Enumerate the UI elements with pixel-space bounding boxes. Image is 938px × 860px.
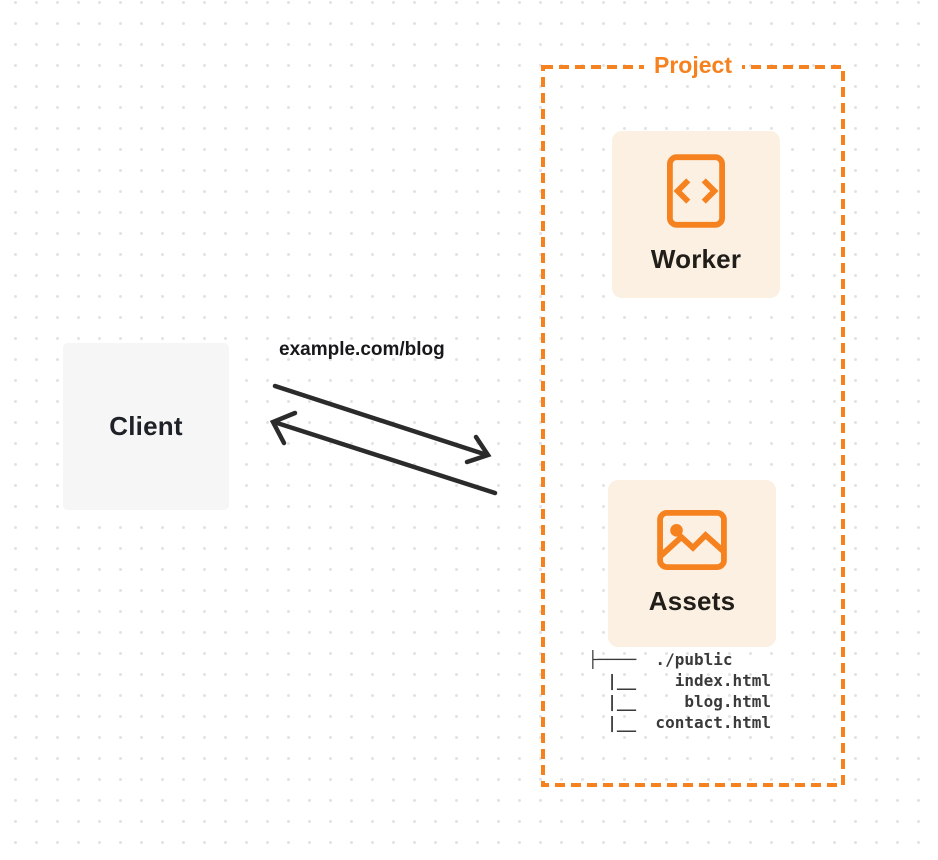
client-node: Client: [63, 343, 229, 510]
request-arrow-line: [272, 383, 490, 458]
assets-file-tree: ├──── ./public |__ index.html |__ blog.h…: [588, 649, 771, 733]
file-tree-line-public: ├──── ./public: [588, 650, 733, 669]
file-tree-line-contact: |__ contact.html: [588, 713, 772, 732]
client-label: Client: [109, 411, 183, 441]
file-tree-line-blog: |__ blog.html: [588, 692, 772, 711]
assets-node: Assets: [608, 480, 776, 647]
image-icon: [657, 510, 727, 570]
worker-label: Worker: [650, 244, 742, 274]
code-document-icon: [667, 154, 725, 228]
request-url-label: example.com/blog: [279, 339, 445, 360]
assets-label: Assets: [648, 586, 736, 616]
file-tree-line-index: |__ index.html: [588, 671, 772, 690]
response-arrow-line: [274, 420, 498, 496]
worker-node: Worker: [612, 131, 780, 298]
project-title: Project: [644, 51, 742, 79]
response-arrow-head: [269, 410, 298, 446]
project-boundary: Project Worker Assets ├──── ./publ: [541, 51, 845, 787]
request-arrow-head: [464, 434, 492, 465]
